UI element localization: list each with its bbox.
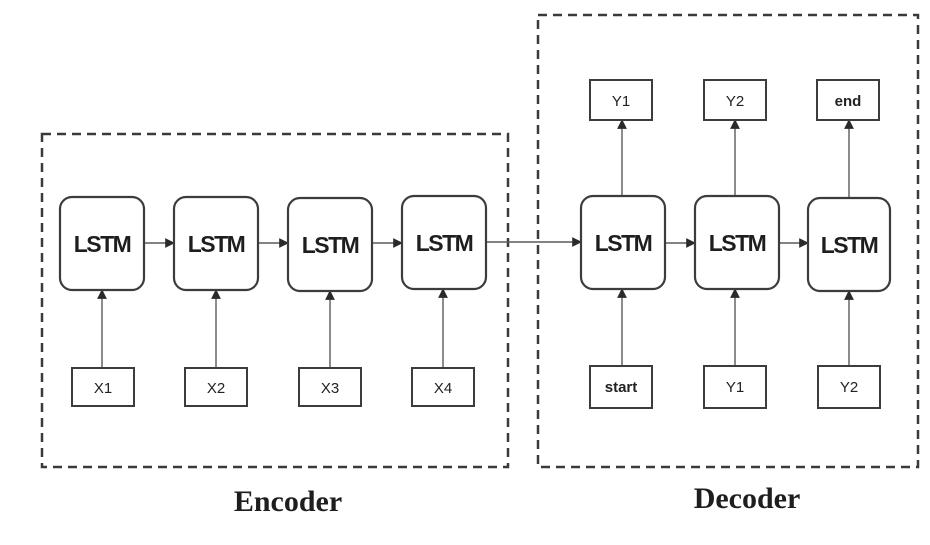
output-box [816,79,880,121]
lstm-label: LSTM [821,232,878,258]
lstm-box [806,196,892,293]
lstm-label: LSTM [302,232,359,258]
decoder-cell-3: end LSTM Y2 [806,79,892,409]
input-box [71,367,135,407]
lstm-label: LSTM [709,230,766,256]
lstm-label: LSTM [416,230,473,256]
output-label: end [835,93,862,110]
encoder-cell-3: LSTM X3 [286,196,374,407]
input-label: start [605,379,638,396]
input-label: X1 [94,380,112,397]
output-box [703,79,767,121]
input-box [184,367,248,407]
output-label: Y2 [726,93,744,110]
encoder-caption: Encoder [234,485,342,518]
input-label: X3 [321,380,339,397]
lstm-label: LSTM [74,231,131,257]
input-box [298,367,362,407]
input-box [703,365,767,409]
input-box [589,365,653,409]
lstm-label: LSTM [188,231,245,257]
lstm-box [693,194,781,291]
encoder-group-border [40,132,510,469]
lstm-box [400,194,488,291]
decoder-cell-2: Y2 LSTM Y1 [693,79,781,409]
encoder-cell-4: LSTM X4 [400,194,488,407]
encoder-cell-2: LSTM X2 [172,195,260,407]
lstm-box [172,195,260,292]
edges [97,119,854,368]
encoder-cell-1: LSTM X1 [58,195,146,407]
lstm-box [58,195,146,292]
decoder-cell-1: Y1 LSTM start [579,79,667,409]
input-label: Y2 [840,379,858,396]
lstm-box [579,194,667,291]
input-label: X2 [207,380,225,397]
input-box [817,365,881,409]
lstm-label: LSTM [595,230,652,256]
decoder-group-border [536,13,920,469]
output-label: Y1 [612,93,630,110]
input-label: X4 [434,380,452,397]
decoder-caption: Decoder [694,482,801,515]
output-box [589,79,653,121]
input-label: Y1 [726,379,744,396]
input-box [411,367,475,407]
lstm-box [286,196,374,293]
